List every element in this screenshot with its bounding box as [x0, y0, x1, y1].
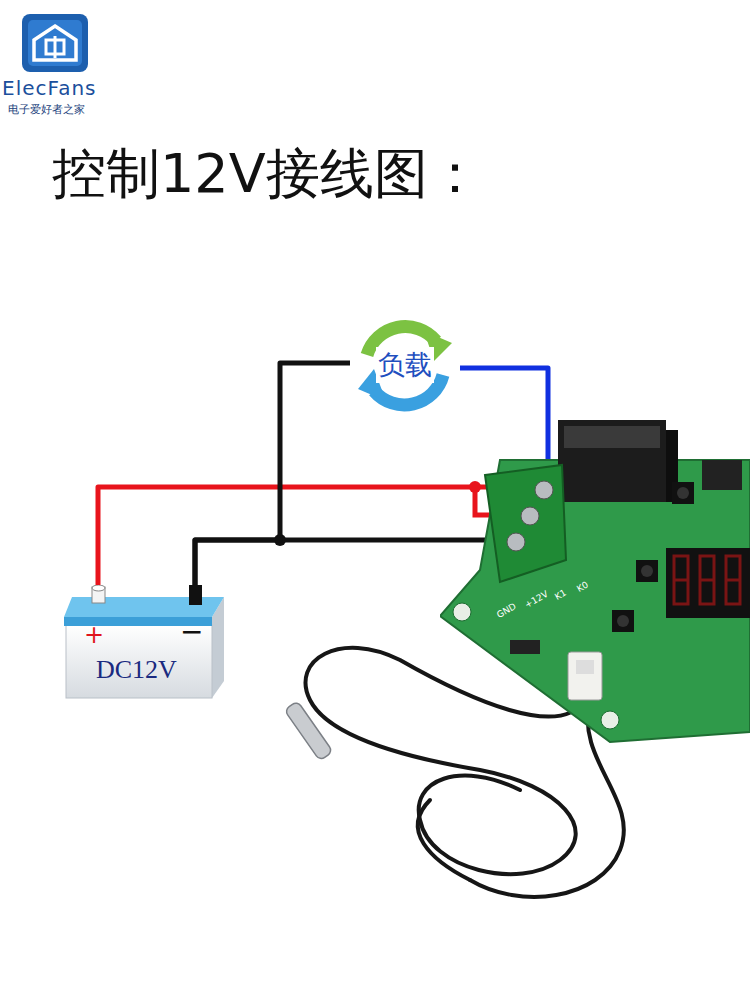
ground-wire — [195, 540, 492, 585]
logo-icon — [22, 14, 88, 72]
positive-wire — [98, 487, 492, 585]
sensor-probe — [284, 701, 333, 761]
battery: + −DC12V — [62, 585, 227, 700]
diagram-title: 控制12V接线图： — [52, 138, 482, 211]
voltage-label: DC12V — [96, 655, 177, 685]
brand-name: ElecFans — [2, 76, 97, 100]
controller-board: GND+12VK1K0 — [440, 420, 750, 750]
load-icon: 负载 — [350, 313, 460, 417]
jumper-wire — [274, 481, 494, 546]
polarity-sign: − — [180, 615, 203, 648]
load-label: 负载 — [376, 347, 434, 383]
polarity-sign: + — [84, 621, 104, 649]
brand-subtitle: 电子爱好者之家 — [8, 102, 85, 117]
load-wire — [460, 368, 548, 466]
controller-board-shape — [440, 420, 750, 750]
sensor-cable — [306, 648, 624, 897]
ground-wire — [195, 363, 350, 585]
